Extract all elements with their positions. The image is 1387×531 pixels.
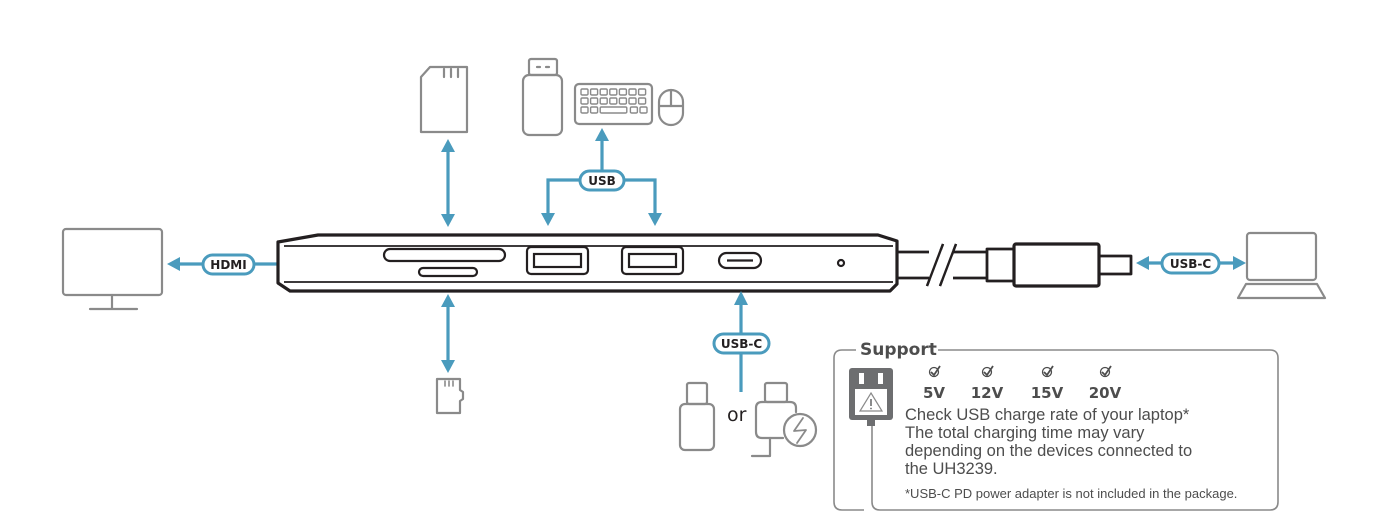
usb-a-port-2	[620, 245, 685, 276]
microsd-card-slot	[417, 266, 479, 278]
keyboard-key	[628, 97, 637, 105]
sd-card-icon	[419, 65, 469, 134]
usb-label-pill	[578, 169, 626, 192]
voltage-label: 12V	[971, 384, 1004, 402]
keyboard-key	[589, 106, 599, 114]
keyboard-key	[599, 97, 608, 105]
sd-card-connection	[441, 139, 455, 227]
support-title: Support	[860, 340, 937, 360]
microsd-card-icon	[435, 377, 465, 415]
keyboard-key	[580, 106, 589, 114]
usbc-pd-label-pill	[712, 332, 771, 355]
laptop-left-arrowhead	[1136, 256, 1149, 270]
keyboard-key	[618, 97, 628, 105]
hdmi-label-pill	[201, 253, 256, 276]
keyboard-key	[599, 88, 608, 96]
usb-flash-drive-icon	[521, 57, 564, 137]
mouse-icon	[657, 88, 685, 127]
usb-c-pd-port	[717, 251, 763, 270]
laptop-icon	[1236, 231, 1327, 300]
keyboard-key	[609, 97, 618, 105]
support-box: Support	[833, 340, 1279, 511]
keyboard-key	[609, 88, 618, 96]
usbc-pd-label: USB-C	[721, 337, 763, 351]
power-adapter-icon	[849, 368, 893, 426]
keyboard-key	[639, 106, 648, 114]
led-indicator	[836, 258, 846, 268]
or-label: or	[727, 404, 747, 426]
usb-c-plug-icon	[678, 381, 716, 452]
usb-c-charger-icon	[750, 381, 818, 458]
sd-card-slot	[382, 247, 507, 263]
keyboard-key	[589, 97, 599, 105]
voltage-label: 5V	[923, 384, 945, 402]
keyboard-key	[628, 88, 637, 96]
keyboard-key	[637, 88, 647, 96]
keyboard-key	[580, 97, 589, 105]
usbc-host-label: USB-C	[1170, 257, 1212, 271]
usbc-host-connection: USB-C	[1136, 252, 1246, 275]
usb-connection: USB	[541, 128, 662, 226]
keyboard-key	[599, 106, 628, 114]
usbc-host-label-pill	[1160, 252, 1221, 275]
keyboard-key	[637, 97, 647, 105]
support-note-line-4: the UH3239.	[905, 460, 998, 478]
usbc-pd-connection: USB-C	[712, 291, 771, 392]
keyboard-key	[580, 88, 589, 96]
microsd-connection	[441, 294, 455, 373]
voltage-label: 15V	[1031, 384, 1064, 402]
keyboard-icon	[573, 82, 654, 126]
check-icon	[1099, 365, 1112, 378]
keyboard-key	[618, 88, 628, 96]
usb-label: USB	[588, 174, 616, 188]
hdmi-arrowhead	[167, 257, 180, 271]
lightning-icon	[793, 417, 807, 444]
monitor-icon	[61, 227, 164, 311]
support-note-line-1: Check USB charge rate of your laptop*	[905, 406, 1190, 424]
keyboard-key	[589, 88, 599, 96]
warning-icon	[858, 391, 884, 412]
hdmi-label: HDMI	[210, 258, 246, 272]
usb-c-cable	[897, 242, 1133, 288]
support-note-line-3: depending on the devices connected to	[905, 442, 1192, 460]
check-icon	[981, 365, 994, 378]
laptop-right-arrowhead	[1233, 256, 1246, 270]
hdmi-connection: HDMI	[167, 253, 278, 276]
support-footnote: *USB-C PD power adapter is not included …	[905, 486, 1237, 501]
voltage-label: 20V	[1089, 384, 1122, 402]
keyboard-key	[629, 106, 639, 114]
voltage-list: 5V 12V 15V 20V	[923, 365, 1122, 402]
hub-body	[276, 233, 899, 293]
check-icon	[1041, 365, 1054, 378]
support-note-line-2: The total charging time may vary	[905, 424, 1145, 442]
usb-a-port-1	[525, 245, 590, 276]
check-icon	[928, 365, 941, 378]
